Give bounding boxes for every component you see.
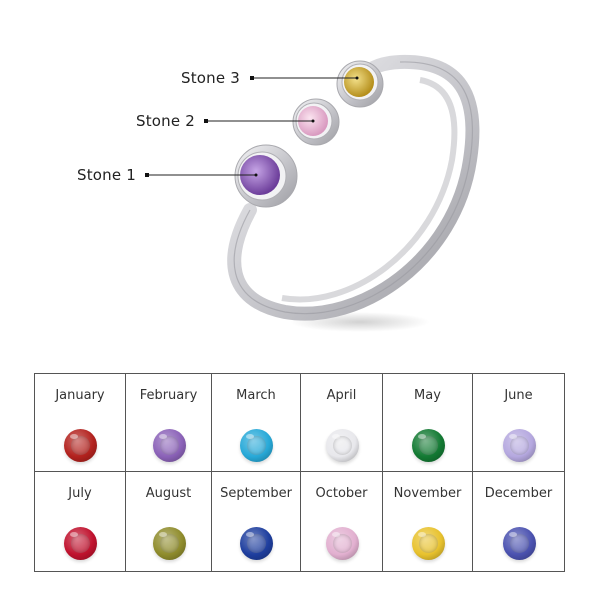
birthstone-cell-april: April	[301, 374, 383, 472]
birthstone-cell-may: May	[383, 374, 473, 472]
may-gem-icon	[411, 429, 445, 462]
birthstone-cell-january: January	[35, 374, 126, 472]
birthstone-cell-october: October	[301, 472, 383, 571]
ring-image	[145, 54, 480, 332]
july-gem-icon	[64, 527, 97, 560]
birthstone-cell-november: November	[383, 472, 473, 571]
april-gem-icon	[325, 429, 359, 462]
june-gem-icon	[502, 429, 536, 462]
month-label: July	[68, 486, 92, 501]
stone-3-gem	[344, 67, 374, 97]
month-label: August	[145, 486, 192, 501]
stone-1-gem	[240, 155, 280, 195]
month-label: September	[220, 486, 292, 501]
month-label: November	[393, 486, 462, 501]
month-label: December	[484, 486, 553, 501]
birthstone-cell-march: March	[212, 374, 301, 472]
month-label: April	[326, 388, 357, 403]
month-label: May	[414, 388, 441, 403]
february-gem-icon	[152, 429, 186, 462]
december-gem-icon	[502, 527, 536, 560]
november-gem-icon	[411, 527, 445, 560]
birthstone-cell-february: February	[126, 374, 212, 472]
birthstone-cell-september: September	[212, 472, 301, 571]
birthstone-cell-august: August	[126, 472, 212, 571]
birthstone-cell-july: July	[35, 472, 126, 571]
month-label: June	[504, 388, 533, 403]
ring-illustration: Stone 1 Stone 2 Stone 3	[77, 54, 480, 332]
callout-stone-1: Stone 1	[77, 166, 137, 184]
month-label: January	[55, 388, 105, 403]
month-label: March	[236, 388, 276, 403]
callout-stone-3: Stone 3	[181, 69, 241, 87]
month-label: February	[139, 388, 198, 403]
birthstone-cell-june: June	[473, 374, 564, 472]
october-gem-icon	[325, 527, 359, 560]
march-gem-icon	[240, 429, 273, 462]
september-gem-icon	[240, 527, 273, 560]
birthstone-table: January February March April May June Ju…	[34, 373, 565, 572]
january-gem-icon	[64, 429, 97, 462]
month-label: October	[315, 486, 368, 501]
august-gem-icon	[152, 527, 186, 560]
birthstone-cell-december: December	[473, 472, 564, 571]
callout-stone-2: Stone 2	[136, 112, 196, 130]
